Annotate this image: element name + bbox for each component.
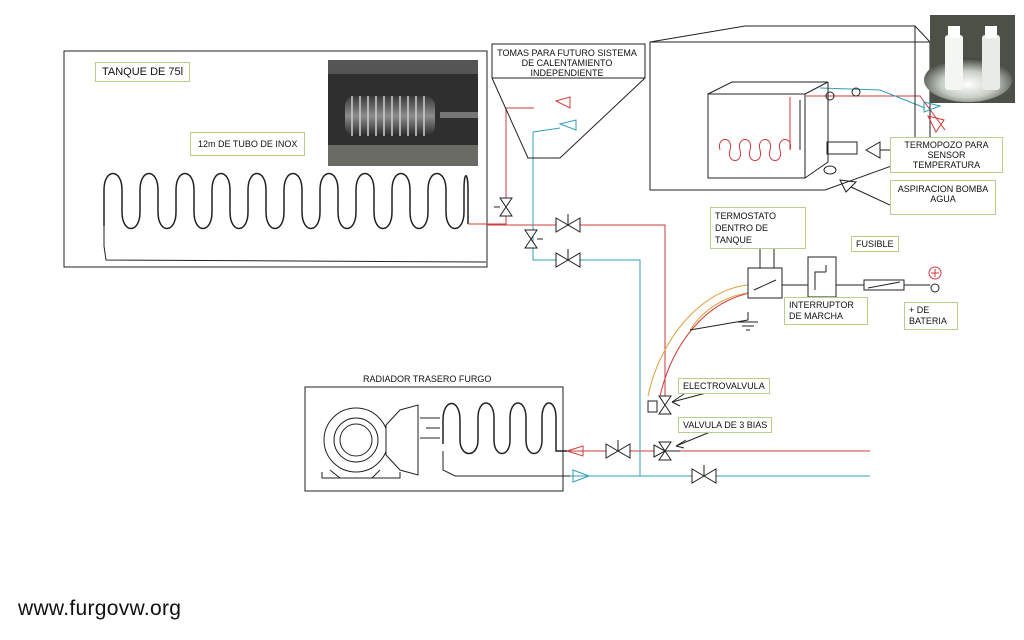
tank-photo bbox=[328, 60, 478, 166]
termostato-label: TERMOSTATO DENTRO DE TANQUE bbox=[710, 207, 806, 249]
ground-icon bbox=[738, 312, 758, 331]
fusible-label: FUSIBLE bbox=[851, 236, 899, 252]
tank3d-hot-arrow bbox=[927, 115, 945, 133]
fuse-icon bbox=[863, 279, 905, 291]
pump-photo bbox=[924, 15, 1015, 103]
hot-arrow-radiator bbox=[565, 445, 584, 457]
switch-box bbox=[807, 256, 837, 298]
tank-box bbox=[63, 50, 488, 268]
radiador-label: RADIADOR TRASERO FURGO bbox=[363, 374, 492, 384]
battery-positive-icon bbox=[928, 266, 942, 280]
tank-3d bbox=[649, 25, 931, 191]
hot-pipes bbox=[468, 95, 946, 452]
tomas-funnel bbox=[491, 43, 646, 159]
tank-title-label: TANQUE DE 75l bbox=[95, 62, 191, 82]
termopozo-label: TERMOPOZO PARA SENSOR TEMPERATURA bbox=[890, 137, 1003, 173]
tank-coil bbox=[103, 172, 469, 230]
footer-website[interactable]: www.furgovw.org bbox=[18, 597, 182, 620]
rear-radiator bbox=[304, 386, 567, 492]
battery-terminal bbox=[930, 283, 940, 293]
hot-arrow-tomas bbox=[554, 96, 571, 109]
cold-arrow-tomas bbox=[558, 119, 577, 131]
electrovalvula-label: ELECTROVALVULA bbox=[678, 378, 770, 394]
thermostat-box bbox=[747, 267, 783, 299]
fan-icon bbox=[321, 404, 419, 479]
radiator-return-pipe bbox=[442, 451, 570, 477]
tube-label: 12m DE TUBO DE INOX bbox=[190, 132, 306, 156]
cold-pipes bbox=[532, 87, 926, 477]
tank-75l bbox=[63, 50, 488, 268]
bateria-label: + DE BATERIA bbox=[904, 302, 958, 330]
valve-icon bbox=[494, 197, 717, 484]
tank3d-cold-arrow bbox=[923, 101, 942, 113]
interruptor-label: INTERRUPTOR DE MARCHA bbox=[784, 297, 868, 325]
cold-arrow-radiator bbox=[572, 469, 591, 483]
switch-symbol bbox=[814, 265, 827, 290]
aspiracion-label: ASPIRACION BOMBA AGUA bbox=[890, 180, 996, 215]
thermostat-switch bbox=[753, 279, 777, 291]
tomas-label: TOMAS PARA FUTURO SISTEMA DE CALENTAMIEN… bbox=[497, 48, 637, 78]
valvula3-label: VALVULA DE 3 BIAS bbox=[678, 417, 773, 433]
